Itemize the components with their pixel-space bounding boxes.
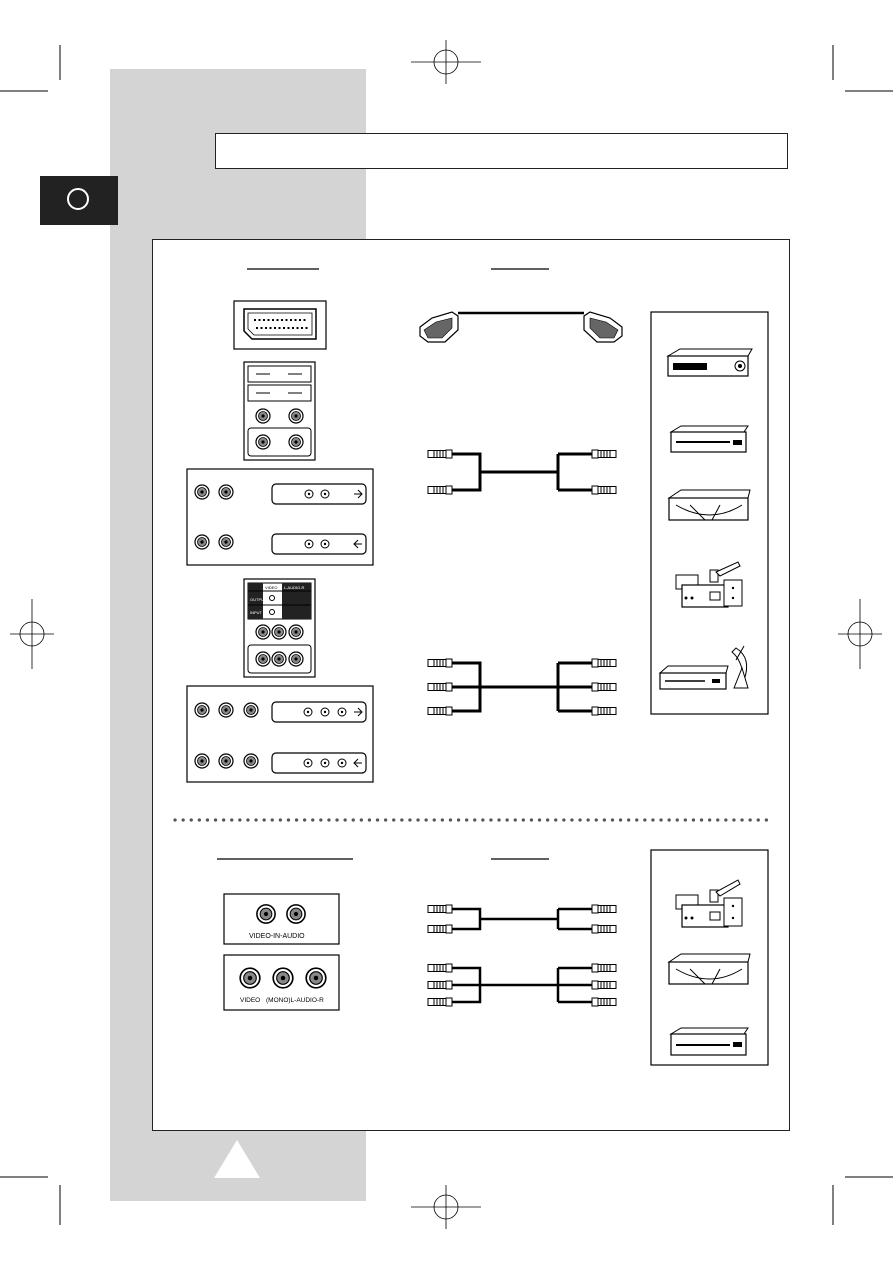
satellite-receiver-icon	[658, 645, 749, 690]
rca-cable-2-plug	[428, 449, 617, 495]
rca-cable-3-plug	[428, 658, 617, 716]
svg-text:L-AUDIO-R: L-AUDIO-R	[284, 585, 305, 590]
vcr-icon	[666, 348, 753, 377]
dvd-player-icon	[669, 1027, 749, 1056]
rca-cable-2-plug-bottom	[428, 904, 617, 934]
video-in-audio-label: VIDEO-IN-AUDIO	[249, 933, 305, 940]
camcorder-icon	[675, 879, 743, 928]
side-jack-panel	[243, 361, 316, 461]
page-header-box	[215, 133, 788, 169]
dvd-player-icon	[669, 425, 749, 453]
camcorder-icon	[675, 561, 743, 608]
video-label: VIDEO	[240, 997, 260, 1004]
device-column-top	[650, 311, 769, 715]
page-number-marker	[214, 1140, 260, 1178]
laser-disc-icon	[667, 489, 751, 521]
laser-disc-icon	[667, 953, 751, 985]
av-panel-two-jack	[186, 468, 374, 566]
crop-mark-icon	[0, 45, 893, 1225]
scart-connector-icon	[233, 300, 327, 350]
device-column-bottom	[650, 849, 769, 1066]
svg-text:INPUT: INPUT	[250, 610, 263, 615]
language-circle-icon	[67, 188, 89, 210]
scart-output-input-panel: OUTPUT INPUT VIDEO L-AUDIO-R	[243, 578, 316, 678]
registration-mark-icon	[10, 40, 882, 1229]
section-heading-lines	[217, 268, 549, 860]
svg-text:OUTPUT: OUTPUT	[250, 597, 267, 602]
mono-audio-label: (MONO)L-AUDIO-R	[266, 997, 324, 1004]
svg-text:VIDEO: VIDEO	[265, 585, 277, 590]
scart-cable-icon	[419, 311, 623, 343]
language-tab	[40, 176, 118, 225]
rca-cable-3-plug-bottom	[428, 963, 617, 1007]
video-audio-panel	[223, 954, 340, 1011]
av-panel-three-jack	[186, 685, 374, 783]
video-in-audio-panel	[223, 893, 340, 945]
